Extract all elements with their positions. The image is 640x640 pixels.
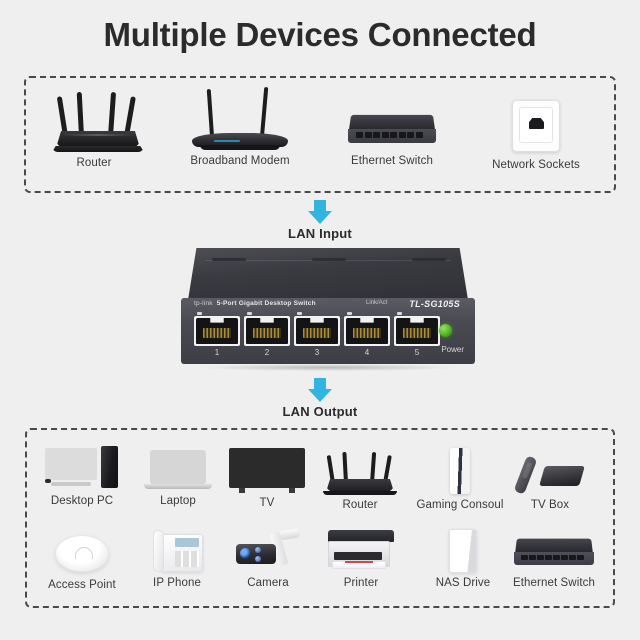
output-device-access-point[interactable]: Access Point (44, 532, 120, 591)
lan-output-device-group (25, 428, 615, 608)
output-device-nas-drive[interactable]: NAS Drive (428, 528, 498, 589)
switch-description: 5-Port Gigabit Desktop Switch (216, 300, 316, 307)
output-device-ip-phone[interactable]: IP Phone (146, 528, 208, 589)
desktop-pc-icon (45, 446, 119, 492)
switch-port-numbers: 1 2 3 4 5 (194, 348, 440, 357)
output-device-desktop-pc[interactable]: Desktop PC (38, 446, 126, 507)
switch-port-number: 4 (364, 348, 370, 357)
switch-port[interactable] (394, 312, 440, 346)
lan-output-label: LAN Output (282, 404, 358, 419)
wall-socket-icon (508, 98, 564, 156)
switch-model-label: TL-SG105S (409, 299, 460, 309)
output-device-tv[interactable]: TV (228, 448, 306, 509)
page-title: Multiple Devices Connected (103, 16, 537, 53)
access-point-icon (53, 532, 111, 576)
power-label: Power (441, 345, 464, 354)
input-device-broadband-modem[interactable]: Broadband Modem (176, 87, 304, 167)
lan-output-flow: LAN Output (0, 378, 640, 419)
ethernet-switch-icon (512, 534, 596, 574)
switch-vent (312, 258, 346, 261)
switch-chassis-top (188, 248, 468, 300)
output-device-label: Access Point (48, 579, 116, 591)
output-device-label: NAS Drive (435, 577, 491, 589)
switch-brand: tp-link (194, 300, 213, 307)
output-device-label: Printer (343, 577, 379, 589)
switch-port-bank (194, 312, 440, 346)
ethernet-switch-icon (346, 108, 438, 152)
output-device-label: Laptop (160, 495, 196, 507)
tp-link-switch-device[interactable]: tp-link 5-Port Gigabit Desktop Switch Li… (178, 248, 478, 374)
output-device-tv-box[interactable]: TV Box (513, 452, 586, 511)
switch-vent (212, 258, 246, 261)
laptop-icon (144, 448, 212, 492)
router-icon (318, 450, 402, 496)
tv-icon (229, 448, 305, 494)
ip-camera-icon (234, 528, 302, 574)
ip-phone-icon (149, 528, 205, 574)
modem-icon (186, 87, 294, 152)
switch-port-number: 1 (214, 348, 220, 357)
output-device-label: TV Box (530, 499, 570, 511)
output-device-printer[interactable]: Printer (324, 528, 398, 589)
switch-port-number: 5 (414, 348, 420, 357)
input-device-network-sockets[interactable]: Network Sockets (480, 98, 592, 171)
input-device-label: Router (76, 157, 112, 169)
lan-input-device-group (24, 76, 616, 193)
output-device-label: Router (342, 499, 378, 511)
output-device-label: Gaming Consoul (416, 499, 504, 511)
output-device-label: TV (259, 497, 275, 509)
output-device-laptop[interactable]: Laptop (138, 448, 218, 507)
router-icon (46, 91, 150, 154)
switch-silkscreen-row: tp-link 5-Port Gigabit Desktop Switch Li… (178, 299, 472, 313)
lan-input-label: LAN Input (288, 226, 352, 241)
output-device-gaming-console[interactable]: Gaming Consoul (416, 448, 504, 511)
power-led-icon (439, 324, 452, 337)
switch-port[interactable] (344, 312, 390, 346)
nas-drive-icon (428, 528, 498, 574)
switch-port[interactable] (194, 312, 240, 346)
input-device-label: Broadband Modem (190, 155, 290, 167)
switch-drop-shadow (202, 364, 454, 371)
output-device-router[interactable]: Router (318, 450, 402, 511)
game-console-icon (416, 448, 504, 496)
output-device-label: Desktop PC (50, 495, 114, 507)
output-device-label: Ethernet Switch (512, 577, 596, 589)
switch-port-number: 3 (314, 348, 320, 357)
output-device-ethernet-switch[interactable]: Ethernet Switch (508, 534, 600, 589)
switch-port-number: 2 (264, 348, 270, 357)
input-device-ethernet-switch[interactable]: Ethernet Switch (340, 108, 444, 167)
printer-icon (326, 528, 396, 574)
tv-box-icon (513, 452, 585, 496)
lan-input-flow: LAN Input (0, 200, 640, 241)
switch-port[interactable] (294, 312, 340, 346)
input-device-label: Network Sockets (492, 159, 580, 171)
output-device-label: IP Phone (153, 577, 201, 589)
switch-port[interactable] (244, 312, 290, 346)
input-device-label: Ethernet Switch (350, 155, 434, 167)
input-device-router[interactable]: Router (46, 91, 144, 169)
switch-brand-text: tp-link 5-Port Gigabit Desktop Switch (194, 300, 316, 307)
output-device-label: Camera (247, 577, 289, 589)
output-device-camera[interactable]: Camera (232, 528, 304, 589)
switch-vent (412, 258, 446, 261)
switch-link-act-label: Link/Act (366, 300, 388, 306)
